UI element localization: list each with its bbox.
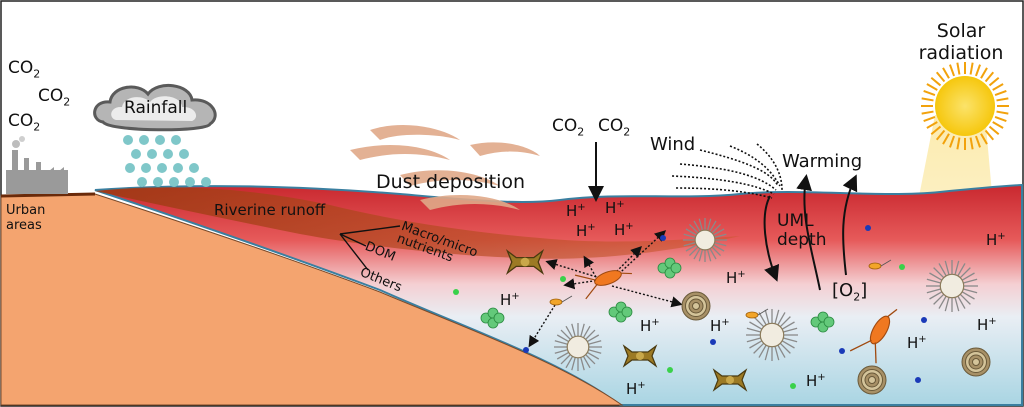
hydrogen-ion-label: H+ [626,380,646,398]
co2-label-air-2: CO2 [598,116,631,139]
plankton [480,218,991,395]
nutrient-dot [790,383,796,389]
hydrogen-ion-label: H+ [640,317,660,335]
riverine-runoff-plume [95,187,740,259]
raindrop-icon [141,163,151,173]
nutrient-dots [453,225,927,389]
co2-label-urban-3: CO2 [8,111,41,134]
wind-lines [671,143,783,199]
land [0,193,624,406]
foraminifera-icon [657,257,682,279]
raindrop-icon [125,163,135,173]
nutrient-dot [453,289,459,295]
dust-deposition-label: Dust deposition [376,171,526,193]
radiolarian-icon [926,260,978,312]
radiolarian-icon [746,309,798,361]
raindrop-icon [147,149,157,159]
coccolith-icon [857,365,887,395]
foraminifera-icon [608,301,633,323]
cloud-icon [93,83,217,132]
hydrogen-ion-label: H+ [726,269,746,287]
raindrop-icon [185,177,195,187]
hydrogen-ion-label: H+ [986,231,1006,249]
dinoflagellate-icon [745,308,769,319]
ocean-body [94,183,1023,406]
copepod-icon [849,308,898,364]
nutrient-dot [899,264,905,270]
riverine-runoff-label: Riverine runoff [214,201,326,219]
nutrient-dot [560,276,566,282]
diatom-icon [505,249,545,275]
solar-radiation-label: Solar radiation [918,20,1004,64]
radiolarian-icon [554,323,602,371]
hydrogen-ion-label: H+ [977,316,997,334]
nutrient-dot [667,367,673,373]
warming-arrow-2 [842,174,858,276]
coccolith-icon [961,347,991,377]
hydrogen-ion-label: H+ [566,202,586,220]
diatom-icon [712,368,748,392]
raindrop-icon [169,177,179,187]
foraminifera-icon [810,311,835,333]
raindrop-icon [155,135,165,145]
nutrient-dot [865,225,871,231]
raindrop-icon [157,163,167,173]
raindrop-icon [137,177,147,187]
nutrient-branches [339,225,401,271]
nutrient-dot [523,347,529,353]
raindrop-icon [153,177,163,187]
nutrient-dot [921,317,927,323]
sun-icon [921,62,1009,150]
hydrogen-ion-label: H+ [710,317,730,335]
dinoflagellate-icon [868,259,892,270]
rainfall-label: Rainfall [124,98,188,118]
hydrogen-ion-label: H+ [500,291,520,309]
raindrop-icon [179,149,189,159]
diatom-icon [622,344,658,368]
nutrient-dot [660,235,666,241]
dinoflagellate-icon [549,295,573,306]
uml-deepening-arrow [763,195,780,282]
raindrop-icon [123,135,133,145]
raindrop-icon [173,163,183,173]
co2-label-air-1: CO2 [552,116,585,139]
co2-label-urban-2: CO2 [38,86,71,109]
raindrop-icon [189,163,199,173]
factory-icon [6,136,68,194]
nutrient-dot [710,339,716,345]
uml-depth-label: UML depth [777,211,827,250]
urban-areas-label: Urban areas [6,203,46,233]
nutrient-dot [915,377,921,383]
hydrogen-ion-label: H+ [605,199,625,217]
warming-label: Warming [782,151,863,172]
co2-label-urban-1: CO2 [8,58,41,81]
wind-label: Wind [650,134,696,155]
raindrop-icon [171,135,181,145]
raindrop-icon [201,177,211,187]
coccolith-icon [681,291,711,321]
copepod-icon [574,270,632,300]
raindrop-icon [131,149,141,159]
hydrogen-ion-label: H+ [907,334,927,352]
o2-label: [O2] [832,280,868,304]
arrows [588,142,858,291]
raindrop-icon [163,149,173,159]
hydrogen-ion-label: H+ [806,372,826,390]
nutrient-dot [839,348,845,354]
radiolarian-icon [683,218,727,262]
raindrop-icon [139,135,149,145]
foraminifera-icon [480,307,505,329]
dust-cloud-icon [350,125,540,210]
warming-arrow-1 [796,174,821,291]
hydrogen-ion-label: H+ [614,221,634,239]
rainfall-drops [123,135,211,187]
hydrogen-ion-label: H+ [576,222,596,240]
